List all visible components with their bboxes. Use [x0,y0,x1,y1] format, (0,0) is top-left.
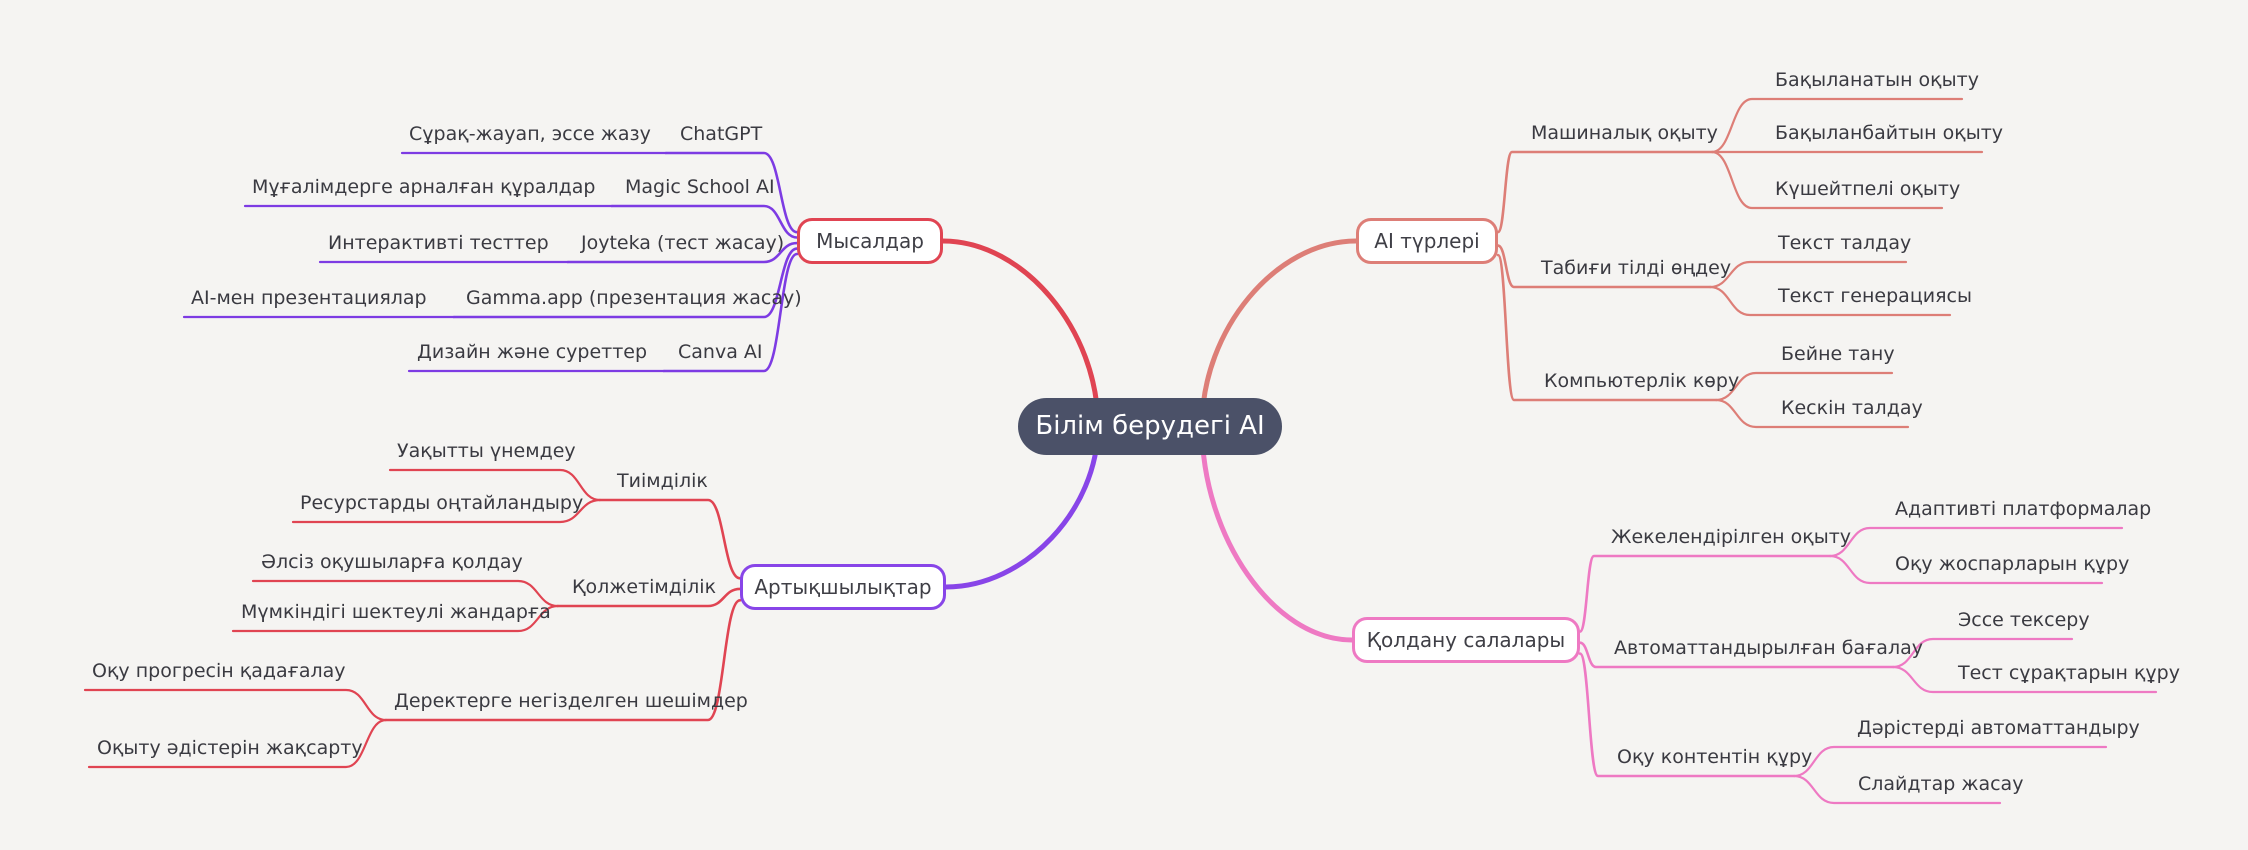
node-label[interactable]: Бақыланатын оқыту [1775,69,1979,91]
branch-link [1828,526,2124,558]
node-label[interactable]: Деректерге негізделген шешімдер [394,690,748,712]
branch-link [1714,398,1910,429]
branch-link [1578,641,1895,669]
branch-link [664,151,799,234]
branch-link [291,498,602,524]
branch-link [1708,260,1908,289]
root-node[interactable]: Білім берудегі AI [1018,397,1282,455]
node-label[interactable]: ChatGPT [680,123,763,145]
branch-link [1496,150,1714,234]
branch-link [662,252,799,373]
branch-link [1714,371,1894,402]
node-label[interactable]: Бейне тану [1781,343,1895,365]
node-label[interactable]: Күшейтпелі оқыту [1775,178,1961,200]
node-label[interactable]: Текст генерациясы [1778,285,1972,307]
node-label[interactable]: Оқу контентін құру [1617,746,1813,768]
node-label[interactable]: Автоматтандырылған бағалау [1614,637,1923,659]
node-label[interactable]: Мұғалімдерге арналған құралдар [252,176,596,198]
branch-link [251,579,560,608]
branch-link [388,468,602,502]
branch-link [231,604,560,633]
node-label[interactable]: Адаптивті платформалар [1895,498,2152,520]
node-label[interactable]: Мүмкіндігі шектеулі жандарға [241,601,551,623]
node-label[interactable]: Слайдтар жасау [1858,773,2024,795]
node-label[interactable]: Текст талдау [1778,232,1912,254]
node-label[interactable]: Сұрақ-жауап, эссе жазу [409,123,651,145]
node-label[interactable]: Тиімділік [617,470,708,492]
node-label[interactable]: Дәрістерді автоматтандыру [1857,717,2140,739]
branch-link [87,718,388,769]
node-label[interactable]: Компьютерлік көру [1544,370,1740,392]
node-label[interactable]: Canva AI [678,341,763,363]
branch-ai-types[interactable]: AI түрлері [1356,218,1498,264]
node-label[interactable]: Оқу прогресін қадағалау [92,660,346,682]
branch-link [566,241,799,264]
branch-link [598,498,742,580]
branch-link [83,688,388,722]
branch-ai-types-label: AI түрлері [1374,229,1480,253]
root-link [943,423,1101,590]
node-label[interactable]: Оқыту әдістерін жақсарту [97,737,363,759]
branch-examples[interactable]: Мысалдар [797,218,943,264]
node-label[interactable]: Машиналық оқыту [1531,122,1718,144]
branch-link [1891,637,2074,669]
node-label[interactable]: Дизайн және суреттер [417,341,648,363]
branch-link [1792,745,2108,778]
root-node-label: Білім берудегі AI [1035,411,1265,441]
node-label[interactable]: Эссе тексеру [1958,609,2090,631]
node-label[interactable]: Уақытты үнемдеу [397,440,576,462]
root-link [1199,423,1355,643]
node-label[interactable]: Тест сұрақтарын құру [1958,662,2180,684]
node-label[interactable]: Табиғи тілді өңдеу [1541,257,1732,279]
branch-link [610,204,799,239]
branch-link [1708,285,1952,317]
node-label[interactable]: Интерактивті тесттер [328,232,549,254]
node-label[interactable]: Бақыланбайтын оқыту [1775,122,2004,144]
branch-link [1792,774,2002,805]
node-label[interactable]: AI-мен презентациялар [191,287,427,309]
node-label[interactable]: Кескін талдау [1781,397,1923,419]
branch-applications-label: Қолдану салалары [1366,628,1566,652]
branch-link [556,587,742,608]
node-label[interactable]: Magic School AI [625,176,775,198]
branch-advantages-label: Артықшылықтар [754,575,932,599]
root-link [1199,238,1359,429]
branch-applications[interactable]: Қолдану салалары [1352,617,1580,663]
branch-link [1578,554,1832,633]
branch-link [1828,554,2104,585]
branch-link [1578,652,1796,778]
branch-advantages[interactable]: Артықшылықтар [740,564,946,610]
root-link [940,238,1101,429]
branch-link [1710,97,1964,154]
node-label[interactable]: Joyteka (тест жасау) [581,232,785,254]
branch-examples-label: Мысалдар [816,229,924,253]
node-label[interactable]: Ресурстарды оңтайландыру [300,492,584,514]
branch-link [1496,253,1718,402]
node-label[interactable]: Gamma.app (презентация жасау) [466,287,802,309]
branch-link [1496,244,1712,289]
branch-link [1891,665,2158,694]
node-label[interactable]: Қолжетімділік [572,576,717,598]
node-label[interactable]: Әлсіз оқушыларға қолдау [261,551,523,573]
branch-link [384,599,742,722]
branch-link [452,247,799,319]
branch-link [1710,150,1944,210]
node-label[interactable]: Оқу жоспарларын құру [1895,553,2130,575]
node-label[interactable]: Жекелендірілген оқыту [1611,526,1852,548]
